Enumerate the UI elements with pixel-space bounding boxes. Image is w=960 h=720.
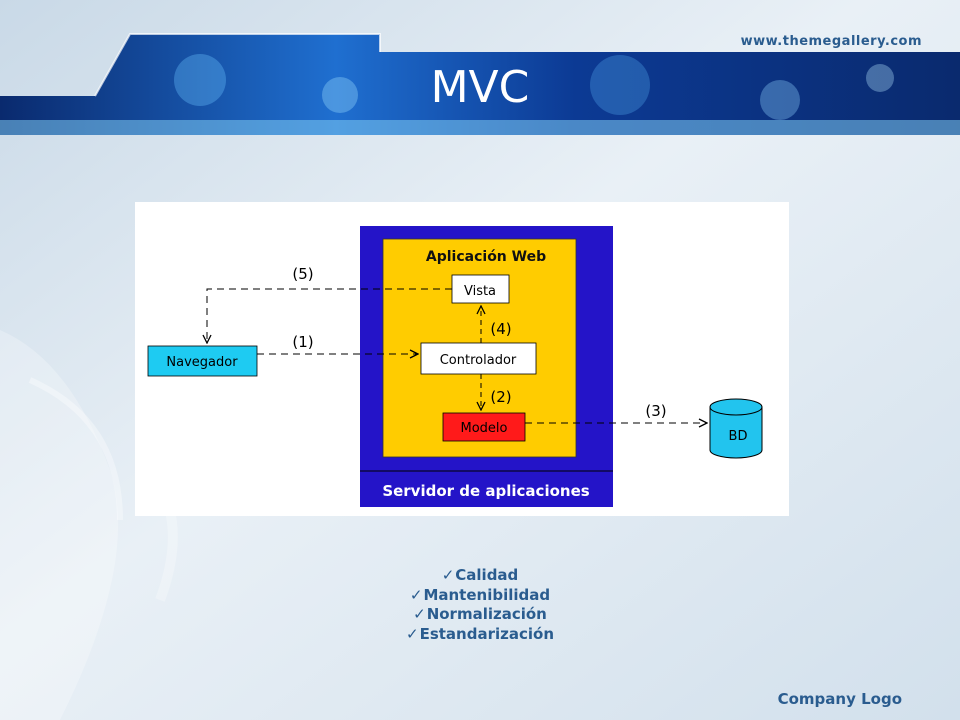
slide-title: MVC (430, 62, 530, 113)
vista-label: Vista (464, 284, 496, 299)
arrow-5 (207, 288, 452, 343)
bd-label: BD (729, 429, 748, 444)
bd-cylinder (709, 398, 763, 459)
step-4-label: (4) (490, 320, 511, 338)
benefit-item: ✓Estandarización (360, 625, 600, 645)
controlador-label: Controlador (440, 353, 517, 368)
check-icon: ✓ (441, 566, 455, 584)
vista-box (451, 274, 510, 304)
step-3-label: (3) (645, 402, 666, 420)
site-url: www.themegallery.com (740, 34, 922, 49)
benefits-list: ✓Calidad ✓Mantenibilidad ✓Normalización … (360, 566, 600, 644)
benefit-item: ✓Mantenibilidad (360, 586, 600, 606)
benefit-item: ✓Calidad (360, 566, 600, 586)
step-5-label: (5) (292, 265, 313, 283)
header-banner (0, 33, 960, 135)
navegador-label: Navegador (166, 355, 238, 370)
step-2-label: (2) (490, 388, 511, 406)
benefit-label: Calidad (455, 566, 519, 584)
navegador-box (147, 345, 258, 377)
mvc-diagram: Servidor de aplicaciones Aplicación Web … (135, 202, 789, 516)
check-icon: ✓ (409, 585, 423, 604)
check-icon: ✓ (406, 624, 419, 643)
modelo-box (442, 412, 526, 442)
company-logo: Company Logo (777, 690, 902, 708)
benefit-label: Mantenibilidad (423, 585, 551, 604)
modelo-label: Modelo (461, 421, 508, 436)
webapp-label: Aplicación Web (426, 249, 546, 265)
server-label: Servidor de aplicaciones (382, 482, 589, 500)
benefit-label: Estandarización (419, 624, 554, 643)
benefit-label: Normalización (426, 605, 547, 623)
check-icon: ✓ (413, 605, 426, 623)
step-1-label: (1) (292, 333, 313, 351)
benefit-item: ✓Normalización (360, 605, 600, 625)
controlador-box (420, 342, 537, 375)
